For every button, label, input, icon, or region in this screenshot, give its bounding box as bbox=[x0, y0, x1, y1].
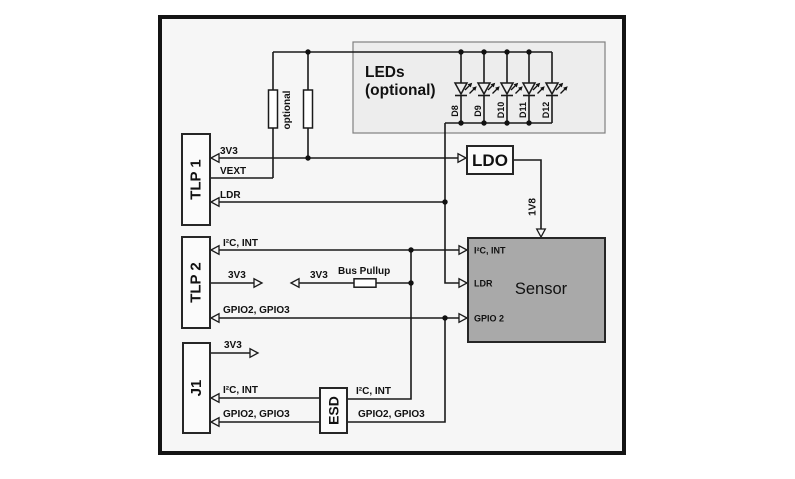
leds-box: LEDs (optional) bbox=[352, 41, 606, 134]
block-tlp2-label: TLP 2 bbox=[188, 262, 205, 303]
led-array: D8 D9 D10 D11 bbox=[450, 52, 569, 123]
wire-i2c-bus-to-esd bbox=[347, 250, 412, 400]
arrow-3v3-out-tlp2 bbox=[253, 277, 264, 289]
resistor-right bbox=[302, 89, 314, 129]
label-ldr: LDR bbox=[220, 190, 241, 201]
led-d11: D11 bbox=[518, 52, 546, 123]
arrow-i2c-into-sensor bbox=[458, 244, 469, 256]
label-3v3-tlp2: 3V3 bbox=[228, 270, 246, 281]
wire-1v8-ldo-sensor bbox=[513, 159, 542, 229]
led-label-d12: D12 bbox=[541, 102, 551, 119]
block-tlp1: TLP 1 bbox=[181, 133, 211, 226]
led-label-d9: D9 bbox=[473, 105, 483, 117]
sensor-pin-gpio-label: GPIO 2 bbox=[474, 314, 504, 324]
arrow-1v8-into-sensor bbox=[535, 228, 547, 239]
block-ldo: LDO bbox=[466, 145, 514, 175]
block-tlp2: TLP 2 bbox=[181, 236, 211, 329]
wire-led-cathode-to-sensor-ldr bbox=[444, 123, 459, 284]
arrow-3v3-out-j1 bbox=[249, 347, 260, 359]
wires bbox=[210, 123, 542, 423]
block-j1-label: J1 bbox=[188, 380, 205, 397]
led-d8: D8 bbox=[450, 52, 478, 123]
label-3v3-tlp1: 3V3 bbox=[220, 146, 238, 157]
label-vext: VEXT bbox=[220, 166, 246, 177]
sensor-pin-ldr-label: LDR bbox=[474, 279, 493, 289]
label-i2c-tlp2: I²C, INT bbox=[223, 238, 258, 249]
arrow-ldr-into-tlp1 bbox=[209, 196, 220, 208]
label-3v3-pullup: 3V3 bbox=[310, 270, 328, 281]
led-d9: D9 bbox=[473, 52, 501, 123]
arrow-i2c-into-tlp2 bbox=[209, 244, 220, 256]
label-bus-pullup: Bus Pullup bbox=[338, 266, 390, 277]
arrow-ldr-into-sensor bbox=[458, 277, 469, 289]
arrow-gpio-into-j1 bbox=[209, 416, 220, 428]
block-j1: J1 bbox=[182, 342, 211, 434]
block-esd-label: ESD bbox=[326, 396, 342, 425]
block-esd: ESD bbox=[319, 387, 348, 434]
block-tlp1-label: TLP 1 bbox=[188, 159, 205, 200]
arrowheads bbox=[209, 152, 547, 428]
led-d10: D10 bbox=[496, 52, 524, 123]
label-i2c-j1: I²C, INT bbox=[223, 385, 258, 396]
arrow-3v3-into-ldo bbox=[457, 152, 468, 164]
pullup-resistor bbox=[353, 278, 377, 288]
label-gpio-tlp2: GPIO2, GPIO3 bbox=[223, 305, 290, 316]
signal-labels: 3V3 VEXT LDR I²C, INT 3V3 3V3 Bus Pullup… bbox=[220, 146, 539, 420]
block-sensor-label: Sensor bbox=[515, 280, 568, 298]
label-gpio-esd: GPIO2, GPIO3 bbox=[358, 409, 425, 420]
block-sensor-body bbox=[467, 237, 606, 343]
resistors-optional-label: optional bbox=[282, 90, 293, 129]
arrow-3v3-into-tlp1 bbox=[209, 152, 220, 164]
block-ldo-label: LDO bbox=[472, 151, 508, 170]
sensor-pin-i2c-label: I²C, INT bbox=[474, 246, 506, 256]
block-sensor: Sensor I²C, INT LDR GPIO 2 bbox=[467, 237, 606, 343]
arrow-3v3-pullup bbox=[289, 277, 300, 289]
led-label-d10: D10 bbox=[496, 102, 506, 119]
label-1v8: 1V8 bbox=[528, 198, 539, 216]
label-gpio-j1: GPIO2, GPIO3 bbox=[223, 409, 290, 420]
arrow-gpio-into-sensor bbox=[458, 312, 469, 324]
arrow-gpio-into-tlp2 bbox=[209, 312, 220, 324]
leds-box-title-line2: (optional) bbox=[365, 82, 436, 99]
leds-box-outline bbox=[352, 41, 606, 134]
led-label-d8: D8 bbox=[450, 105, 460, 117]
label-3v3-j1: 3V3 bbox=[224, 340, 242, 351]
junction-dots bbox=[305, 49, 532, 321]
resistor-left bbox=[267, 89, 279, 129]
leds-box-title-line1: LEDs bbox=[365, 64, 405, 81]
led-label-d11: D11 bbox=[518, 102, 528, 118]
led-d12: D12 bbox=[541, 52, 569, 123]
arrow-i2c-into-j1 bbox=[209, 392, 220, 404]
wire-gpio-bus-to-esd bbox=[347, 318, 446, 423]
label-i2c-esd: I²C, INT bbox=[356, 386, 391, 397]
